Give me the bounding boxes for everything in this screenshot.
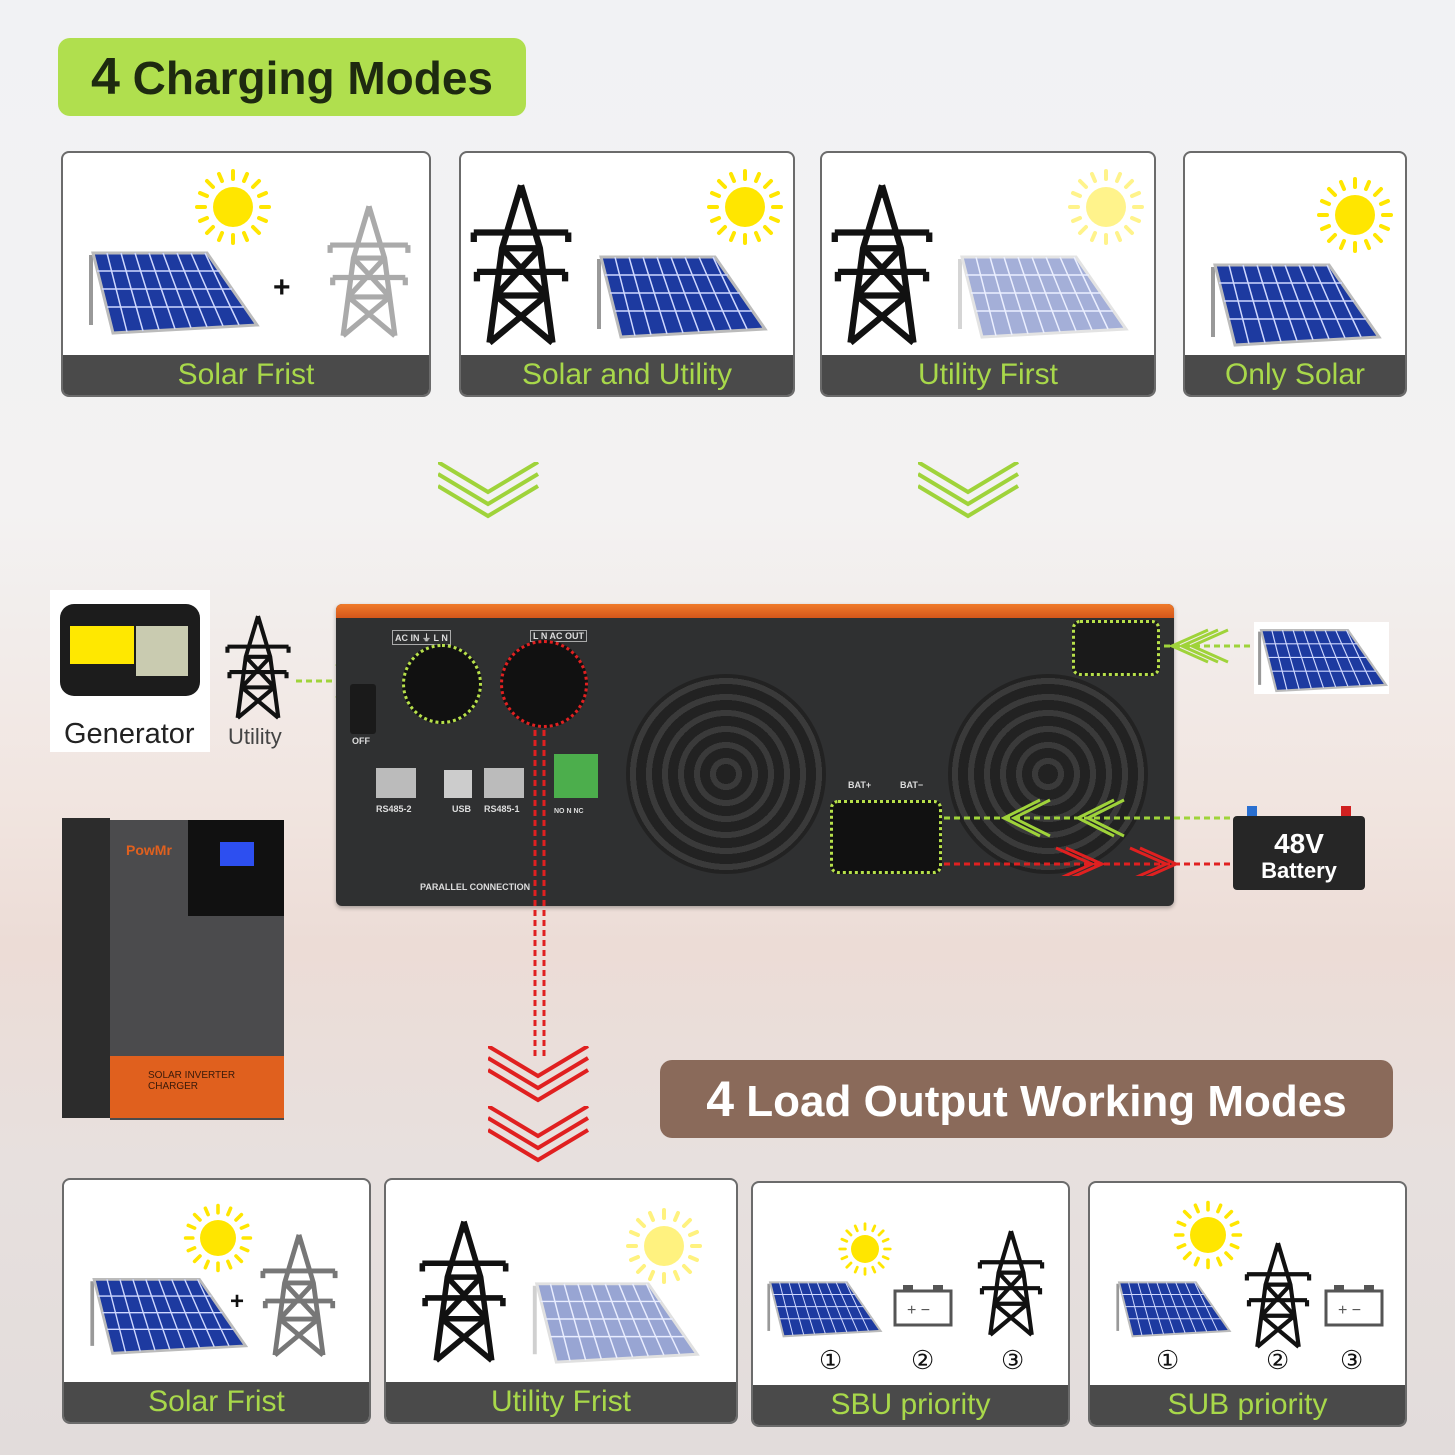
relay-terminal <box>554 754 598 798</box>
pv-arrow-icon <box>1164 628 1256 664</box>
battery-voltage: 48V <box>1274 828 1324 859</box>
order-number: ② <box>911 1345 935 1375</box>
solar-panel-icon <box>958 255 1128 339</box>
rs485-1-port[interactable] <box>484 768 524 798</box>
mode-label: SBU priority <box>753 1385 1068 1425</box>
utility-label: Utility <box>228 724 282 749</box>
mode-label: Solar Frist <box>64 1382 369 1422</box>
battery-terminal <box>830 800 942 874</box>
solar-panel-icon <box>1258 628 1388 693</box>
sun-icon <box>707 169 783 245</box>
title-text: Load Output Working Modes <box>746 1077 1347 1126</box>
port-label: RS485-1 <box>484 804 520 814</box>
sun-icon <box>1068 169 1144 245</box>
mode-label: Solar Frist <box>63 355 429 395</box>
inverter-rear-panel: AC IN ⏚ L N L N AC OUT OFF RS485-2 USB R… <box>336 604 1174 906</box>
charging-mode-card-utility-first: Utility First <box>820 151 1156 397</box>
pv-input-terminal <box>1072 620 1160 676</box>
order-number: ③ <box>1001 1345 1025 1375</box>
title-number: 4 <box>90 48 120 106</box>
battery-icon <box>893 1283 953 1327</box>
output-mode-card-solar-first: + Solar Frist <box>62 1178 371 1424</box>
relay-label: NO N NC <box>554 808 584 815</box>
output-mode-card-utility-first: Utility Frist <box>384 1178 738 1424</box>
usb-port[interactable] <box>444 770 472 798</box>
solar-panel-icon <box>1211 263 1381 347</box>
chevron-down-icon <box>488 1106 590 1162</box>
mode-label: Utility First <box>822 355 1154 395</box>
pv-panel-block <box>1254 622 1389 694</box>
switch-label: OFF <box>352 736 370 746</box>
solar-panel-icon <box>532 1281 700 1365</box>
order-number: ② <box>1266 1345 1290 1375</box>
ac-out-terminal <box>500 640 588 728</box>
output-mode-card-sub-priority: ① ② ③ SUB priority <box>1088 1181 1407 1427</box>
output-line <box>533 730 546 1060</box>
battery-label: Battery <box>1261 858 1337 883</box>
battery-flow-arrows <box>944 798 1234 876</box>
sun-icon <box>1173 1200 1243 1270</box>
power-tower-icon <box>467 179 575 349</box>
rs485-2-port[interactable] <box>376 768 416 798</box>
sun-icon <box>183 1203 253 1273</box>
load-output-modes-title: 4 Load Output Working Modes <box>660 1060 1393 1138</box>
chevron-down-icon <box>918 462 1020 518</box>
power-tower-icon <box>1240 1239 1316 1351</box>
mode-label: Solar and Utility <box>461 355 793 395</box>
battery-icon <box>1324 1283 1384 1327</box>
port-label: USB <box>452 804 472 814</box>
mode-label: Only Solar <box>1185 355 1405 395</box>
sun-icon <box>195 169 271 245</box>
order-number: ③ <box>1340 1345 1364 1375</box>
title-text: Charging Modes <box>132 52 494 104</box>
sun-icon <box>1317 177 1393 253</box>
mode-label: Utility Frist <box>386 1382 736 1422</box>
generator-icon <box>60 604 200 696</box>
power-tower-icon <box>256 1230 342 1360</box>
title-number: 4 <box>706 1071 735 1127</box>
chevron-down-icon <box>438 462 540 518</box>
solar-panel-icon <box>89 251 259 335</box>
output-mode-card-sbu-priority: ① ② ③ SBU priority <box>751 1181 1070 1427</box>
power-tower-icon <box>222 612 294 722</box>
fan-grille <box>626 674 826 874</box>
sun-icon <box>838 1222 892 1276</box>
inverter-product-photo: PowMr SOLAR INVERTER CHARGER <box>62 806 284 1122</box>
plus-icon: + <box>230 1288 245 1315</box>
power-tower-icon <box>414 1216 514 1366</box>
chevron-down-icon <box>488 1046 590 1102</box>
inverter-top-trim <box>336 604 1174 618</box>
charging-modes-title: 4 Charging Modes <box>58 38 526 116</box>
charging-mode-card-solar-and-utility: Solar and Utility <box>459 151 795 397</box>
parallel-label: PARALLEL CONNECTION <box>420 882 531 892</box>
generator-block: Generator <box>50 590 210 752</box>
power-tower-icon <box>828 179 936 349</box>
ac-in-label: AC IN ⏚ L N <box>392 630 451 645</box>
order-number: ① <box>819 1345 843 1375</box>
power-tower-icon <box>321 201 417 341</box>
generator-label: Generator <box>64 718 195 750</box>
model-label: SOLAR INVERTER CHARGER <box>148 1070 236 1092</box>
order-number: ① <box>1156 1345 1180 1375</box>
bat-neg-label: BAT− <box>900 780 924 790</box>
battery-48v: 48V Battery <box>1233 800 1365 892</box>
power-tower-icon <box>973 1227 1049 1339</box>
solar-panel-icon <box>1116 1281 1231 1338</box>
solar-panel-icon <box>767 1281 882 1338</box>
charging-mode-card-solar-first: + Solar Frist <box>61 151 431 397</box>
fan-grille <box>948 674 1148 874</box>
solar-panel-icon <box>90 1277 248 1356</box>
solar-panel-icon <box>597 255 767 339</box>
plus-icon: + <box>273 271 291 304</box>
brand-label: PowMr <box>126 842 172 858</box>
bat-pos-label: BAT+ <box>848 780 872 790</box>
ac-in-terminal <box>402 644 482 724</box>
power-switch[interactable] <box>350 684 376 734</box>
sun-icon <box>626 1208 702 1284</box>
port-label: RS485-2 <box>376 804 412 814</box>
charging-mode-card-only-solar: Only Solar <box>1183 151 1407 397</box>
mode-label: SUB priority <box>1090 1385 1405 1425</box>
